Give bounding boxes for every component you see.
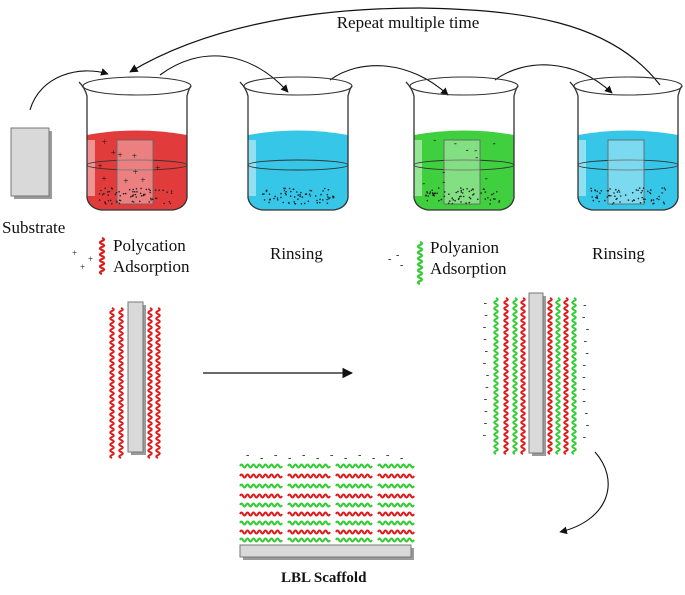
svg-text:-: - — [386, 450, 389, 461]
svg-text:+: + — [118, 150, 123, 160]
lbl-scaffold-stack: ------------ — [239, 450, 415, 560]
beaker-4-glass — [569, 81, 683, 211]
svg-text:+: + — [88, 254, 93, 264]
svg-text:-: - — [484, 298, 487, 309]
to-scaffold-arrow — [559, 451, 609, 535]
polycation-legend-symbol: +++ — [72, 236, 106, 276]
beaker2-to-beaker3-arrow — [329, 65, 449, 96]
svg-text:+: + — [102, 137, 107, 147]
svg-text:+: + — [155, 163, 160, 173]
svg-text:-: - — [486, 370, 489, 381]
polyanion-legend-symbol: --- — [388, 240, 424, 286]
svg-text:-: - — [483, 430, 486, 441]
polyanion-adsorption-label: Adsorption — [430, 259, 507, 278]
svg-text:-: - — [586, 348, 589, 359]
svg-text:-: - — [246, 450, 249, 461]
beaker-4 — [569, 76, 683, 211]
svg-text:-: - — [582, 384, 585, 395]
svg-text:+: + — [133, 167, 138, 177]
beaker-2 — [239, 76, 353, 211]
svg-text:-: - — [316, 453, 319, 464]
repeat-arrow-label: Repeat multiple time — [337, 13, 480, 32]
svg-text:-: - — [485, 173, 488, 183]
bilayer-coated-substrate: ------------------------ — [483, 292, 589, 456]
polycation-coated-substrate: ++++++++++++++++++++++++ — [109, 301, 161, 459]
svg-text:-: - — [483, 334, 486, 345]
svg-text:+: + — [98, 161, 103, 171]
svg-text:-: - — [483, 322, 486, 333]
svg-text:-: - — [400, 453, 403, 464]
svg-text:-: - — [442, 167, 445, 177]
svg-text:-: - — [485, 346, 488, 357]
svg-text:-: - — [485, 382, 488, 393]
svg-text:-: - — [274, 450, 277, 461]
svg-text:+: + — [72, 248, 77, 258]
svg-text:-: - — [582, 372, 585, 383]
svg-text:-: - — [442, 177, 445, 187]
substrate-to-beaker-arrow — [29, 68, 109, 111]
svg-text:+: + — [111, 148, 116, 158]
svg-text:-: - — [400, 260, 403, 271]
beaker-1: ++++++++++ — [78, 76, 192, 211]
svg-text:-: - — [484, 406, 487, 417]
svg-text:-: - — [388, 254, 391, 265]
svg-text:-: - — [586, 324, 589, 335]
svg-text:-: - — [484, 418, 487, 429]
lbl-scaffold-label: LBL Scaffold — [281, 570, 367, 586]
svg-text:-: - — [586, 420, 589, 431]
rinsing-label-1: Rinsing — [270, 244, 323, 263]
svg-text:-: - — [584, 336, 587, 347]
svg-text:-: - — [396, 250, 399, 261]
svg-text:-: - — [474, 145, 477, 155]
beaker1-to-beaker2-arrow — [159, 55, 289, 93]
svg-text:-: - — [585, 408, 588, 419]
svg-text:-: - — [358, 450, 361, 461]
svg-text:-: - — [483, 358, 486, 369]
svg-text:+: + — [102, 174, 107, 184]
beaker3-to-beaker4-arrow — [494, 64, 613, 94]
repeat-arrow — [129, 7, 661, 86]
svg-text:+: + — [123, 176, 128, 186]
svg-text:-: - — [466, 145, 469, 155]
svg-text:-: - — [583, 300, 586, 311]
svg-text:-: - — [583, 360, 586, 371]
svg-text:-: - — [372, 453, 375, 464]
svg-text:+: + — [140, 175, 145, 185]
beaker-1-glass — [78, 81, 192, 211]
svg-text:-: - — [302, 450, 305, 461]
polycation-adsorption-label: Adsorption — [113, 257, 190, 276]
svg-text:-: - — [583, 432, 586, 443]
beaker-row: ++++++++++---------- — [78, 76, 683, 211]
svg-text:+: + — [132, 151, 137, 161]
beaker-3: ---------- — [405, 76, 519, 211]
substrate-label: Substrate — [2, 218, 66, 237]
polycation-label: Polycation — [113, 236, 186, 255]
svg-text:-: - — [422, 178, 425, 188]
svg-text:-: - — [288, 453, 291, 464]
svg-text:-: - — [433, 135, 436, 145]
svg-text:-: - — [582, 312, 585, 323]
substrate-slide — [10, 127, 50, 197]
svg-text:-: - — [330, 450, 333, 461]
svg-text:-: - — [260, 453, 263, 464]
svg-text:+: + — [80, 262, 85, 272]
beaker-3-glass — [405, 81, 519, 211]
svg-text:-: - — [484, 394, 487, 405]
svg-text:-: - — [484, 310, 487, 321]
rinsing-label-2: Rinsing — [592, 244, 645, 263]
svg-text:-: - — [583, 396, 586, 407]
svg-text:-: - — [475, 152, 478, 162]
beaker-2-glass — [239, 81, 353, 211]
svg-text:-: - — [454, 138, 457, 148]
svg-text:-: - — [493, 138, 496, 148]
polyanion-label: Polyanion — [430, 238, 499, 257]
svg-text:-: - — [344, 453, 347, 464]
